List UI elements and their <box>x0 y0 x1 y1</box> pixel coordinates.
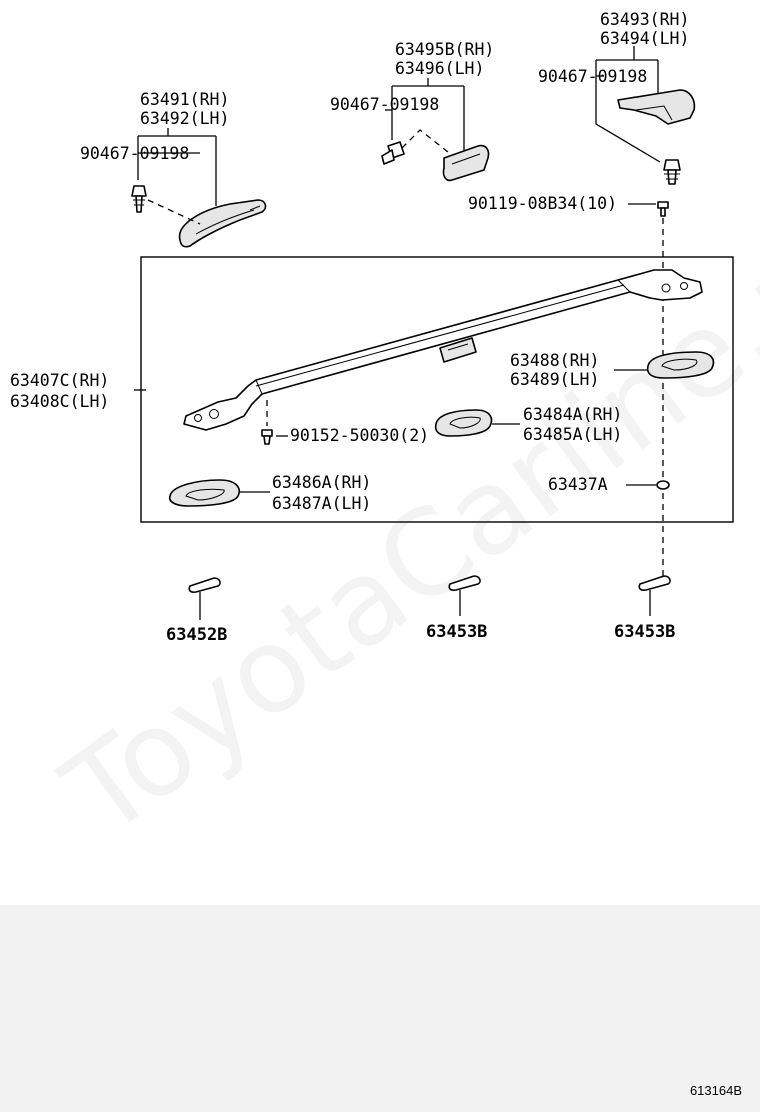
parts-diagram: ToyotaCarline.ru 63491(RH) 63492(LH) 904… <box>10 10 760 864</box>
label-90152: 90152-50030(2) <box>290 426 429 445</box>
label-63407c: 63407C(RH) <box>10 371 109 390</box>
clip-middle[interactable] <box>381 141 405 165</box>
label-63408c: 63408C(LH) <box>10 392 109 411</box>
label-90467-c: 90467-09198 <box>538 67 647 86</box>
leader-63495b <box>391 78 465 150</box>
label-63453b-1: 63453B <box>426 622 487 642</box>
label-63495b: 63495B(RH) <box>395 40 494 59</box>
label-90467-b: 90467-09198 <box>330 95 439 114</box>
diagram-code: 613164B <box>689 1083 742 1098</box>
screw-90152[interactable] <box>261 429 273 445</box>
label-90467-a: 90467-09198 <box>80 144 189 163</box>
label-63487a: 63487A(LH) <box>272 494 371 513</box>
label-63488: 63488(RH) <box>510 351 599 370</box>
label-63491: 63491(RH) <box>140 90 229 109</box>
clip-63453b-2[interactable] <box>638 575 671 591</box>
label-63494: 63494(LH) <box>600 29 689 48</box>
label-63452b: 63452B <box>166 625 227 645</box>
leader-63491 <box>137 128 217 206</box>
dash-left-cover <box>147 199 201 225</box>
label-63484a: 63484A(RH) <box>523 405 622 424</box>
dash-middle-cap <box>401 129 449 153</box>
clip-right[interactable] <box>663 159 681 185</box>
clip-left[interactable] <box>131 185 147 213</box>
pad-63488[interactable] <box>646 351 715 379</box>
end-cover-right[interactable] <box>617 89 696 125</box>
label-63486a: 63486A(RH) <box>272 473 371 492</box>
end-cover-left[interactable] <box>178 199 267 248</box>
label-90119: 90119-08B34(10) <box>468 194 617 213</box>
bolt-90119[interactable] <box>657 201 669 217</box>
label-63496: 63496(LH) <box>395 59 484 78</box>
label-63492: 63492(LH) <box>140 109 229 128</box>
label-63489: 63489(LH) <box>510 370 599 389</box>
footer-area: 613164B <box>0 905 760 1112</box>
diagram-canvas: ToyotaCarline.ru 63491(RH) 63492(LH) 904… <box>10 10 760 863</box>
label-63453b-2: 63453B <box>614 622 675 642</box>
leader-63493 <box>595 46 661 163</box>
clip-63452b[interactable] <box>188 577 221 593</box>
label-63437a: 63437A <box>548 475 608 494</box>
pad-63486a[interactable] <box>168 479 240 507</box>
label-63493: 63493(RH) <box>600 10 689 29</box>
clip-63453b-1[interactable] <box>448 575 481 591</box>
label-63485a: 63485A(LH) <box>523 425 622 444</box>
roof-rail[interactable] <box>183 269 703 431</box>
pad-63484a[interactable] <box>434 409 493 437</box>
end-cap-middle[interactable] <box>442 144 490 182</box>
nut-63437a[interactable] <box>656 480 670 490</box>
